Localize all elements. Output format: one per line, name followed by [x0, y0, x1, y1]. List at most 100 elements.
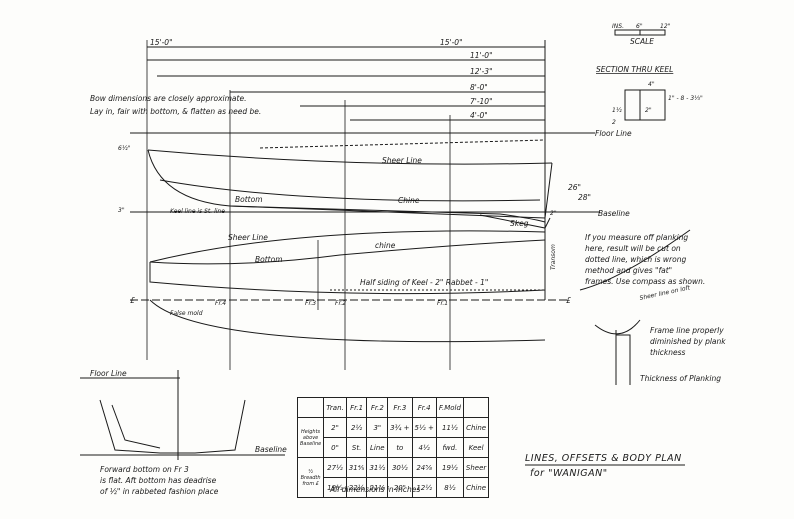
- label-transom: Transom: [550, 244, 557, 270]
- frame-note-1: Frame line properly: [650, 326, 724, 335]
- table-cell: 31⅘: [345, 457, 368, 478]
- body-plan-left: [99, 399, 178, 454]
- dim-7ft-label: 7'-10": [470, 97, 493, 106]
- body-plan-right: [178, 399, 246, 454]
- table-cell: 4½: [411, 437, 437, 458]
- label-fr3: Fr.3: [305, 300, 316, 307]
- thickness-note: Thickness of Planking: [640, 374, 721, 383]
- table-cell: 21⅜: [366, 477, 389, 498]
- label-floor-line-2: Floor Line: [90, 369, 127, 378]
- offsets-table: Tran. Fr.1 Fr.2 Fr.3 Fr.4 F.Mold Heights…: [296, 397, 490, 498]
- table-cell: 8½: [435, 477, 464, 498]
- detail-hatch-box: [616, 334, 631, 385]
- table-cell: 19½: [435, 457, 464, 478]
- bow-note-1: Bow dimensions are closely approximate.: [90, 94, 246, 103]
- planking-note-3: dotted line, which is wrong: [585, 255, 686, 264]
- dim-26: 26": [568, 183, 581, 192]
- col-fmold: F.Mold: [435, 397, 464, 418]
- table-cell: 30½: [387, 457, 413, 478]
- dim-6: 6½": [118, 145, 131, 152]
- keel-section-title: SECTION THRU KEEL: [596, 65, 673, 74]
- keel-dim-b: 2: [612, 119, 616, 126]
- label-skeg: Skeg: [510, 219, 529, 228]
- table-row: 0" St. Line to 4½ fwd. Keel: [298, 437, 490, 458]
- row-tag: Sheer: [462, 457, 490, 478]
- col-fr2: Fr.2: [366, 397, 389, 418]
- label-fr4: Fr.4: [215, 300, 226, 307]
- plan-sheer-line: [149, 230, 546, 263]
- label-sheer: Sheer Line: [382, 156, 422, 165]
- table-row: 19½ 22½ 21⅜ 20" 12½ 8½ Chine: [298, 477, 490, 498]
- planking-note-1: If you measure off planking: [585, 233, 688, 242]
- forward-bottom-note-1: Forward bottom on Fr 3: [100, 465, 189, 474]
- plan-lower: [149, 299, 546, 343]
- dim-8ft-label: 8'-0": [470, 83, 488, 92]
- plan-chine: [149, 239, 546, 265]
- table-cell: 11½: [435, 417, 464, 438]
- half-siding-note: Half siding of Keel - 2" Rabbet - 1": [360, 278, 488, 287]
- table-cell: 24⅝: [411, 457, 437, 478]
- keel-dim-a: 1½: [612, 107, 622, 114]
- table-cell: Line: [366, 437, 389, 458]
- label-baseline: Baseline: [598, 209, 630, 218]
- keel-dim-mid: 2": [645, 107, 652, 114]
- table-cell: 12½: [411, 477, 437, 498]
- col-tran: Tran.: [323, 397, 347, 418]
- label-chine: Chine: [398, 196, 420, 205]
- planking-note-4: method and gives "fat": [585, 266, 672, 275]
- drawing-subtitle: for "WANIGAN": [530, 468, 608, 479]
- table-cell: 3": [366, 417, 389, 438]
- table-cell: to: [387, 437, 413, 458]
- table-cell: 31½: [366, 457, 389, 478]
- profile-chine: [159, 179, 541, 202]
- forward-bottom-note-3: of ½" in rabbeted fashion place: [100, 487, 219, 496]
- scale-label: SCALE: [630, 37, 654, 46]
- detail-sheer-curve: [579, 229, 691, 291]
- profile-outline: [147, 149, 553, 219]
- table-cell: St.: [345, 437, 368, 458]
- row-tag: Keel: [462, 437, 490, 458]
- frame-note-2: diminished by plank: [650, 337, 726, 346]
- table-row: Heights above Baseline 2" 2½ 3" 3¾ + 5½ …: [296, 417, 490, 458]
- frame-note-3: thickness: [650, 348, 686, 357]
- table-row: ½ Breadth from £ 27½ 31⅘ 31½ 30½ 24⅝ 19½…: [296, 457, 490, 498]
- table-cell: 5½ +: [411, 417, 437, 438]
- keel-dim-right: 1" - 8 - 3⅓": [668, 95, 703, 102]
- dim-3: 3": [118, 207, 125, 214]
- table-cell: 19½: [323, 477, 347, 498]
- plan-outline: [149, 232, 546, 295]
- label-fr1: Fr.1: [437, 300, 448, 307]
- group1-label: Heights above Baseline: [296, 417, 325, 458]
- label-floor-line: Floor Line: [595, 129, 632, 138]
- label-chine-plan: chine: [375, 241, 396, 250]
- keel-line-note: Keel line is St. line: [170, 208, 225, 215]
- label-fr2: Fr.2: [335, 300, 346, 307]
- profile-bottom: [229, 205, 546, 223]
- dim-4ft-label: 4'-0": [470, 111, 488, 120]
- planking-note-2: here, result will be cut on: [585, 244, 681, 253]
- dim-11ft-label: 11'-0": [470, 51, 493, 60]
- col-fr3: Fr.3: [387, 397, 413, 418]
- table-cell: 2½: [345, 417, 368, 438]
- profile-sheer-line: [147, 149, 553, 165]
- bow-note-2: Lay in, fair with bottom, & flatten as n…: [90, 107, 261, 116]
- table-cell: 0": [323, 437, 347, 458]
- label-bottom-plan: Bottom: [255, 255, 283, 264]
- keel-section-box: [624, 89, 666, 121]
- detail-frame: [594, 319, 641, 335]
- label-bottom: Bottom: [235, 195, 263, 204]
- row-tag: Chine: [462, 477, 490, 498]
- table-cell: 20": [387, 477, 413, 498]
- dim-15ft-label: 15'-0": [440, 38, 463, 47]
- label-cl-left: £: [130, 296, 135, 305]
- dim-12ft-label: 12'-3": [470, 67, 493, 76]
- dim-2: 2": [550, 210, 557, 217]
- label-sheer-plan: Sheer Line: [228, 233, 268, 242]
- scale-tick-6: 6": [636, 23, 643, 30]
- table-cell: 22½: [345, 477, 368, 498]
- forward-bottom-note-2: is flat. Aft bottom has deadrise: [100, 476, 217, 485]
- table-cell: fwd.: [435, 437, 464, 458]
- label-cl-right: £: [566, 296, 571, 305]
